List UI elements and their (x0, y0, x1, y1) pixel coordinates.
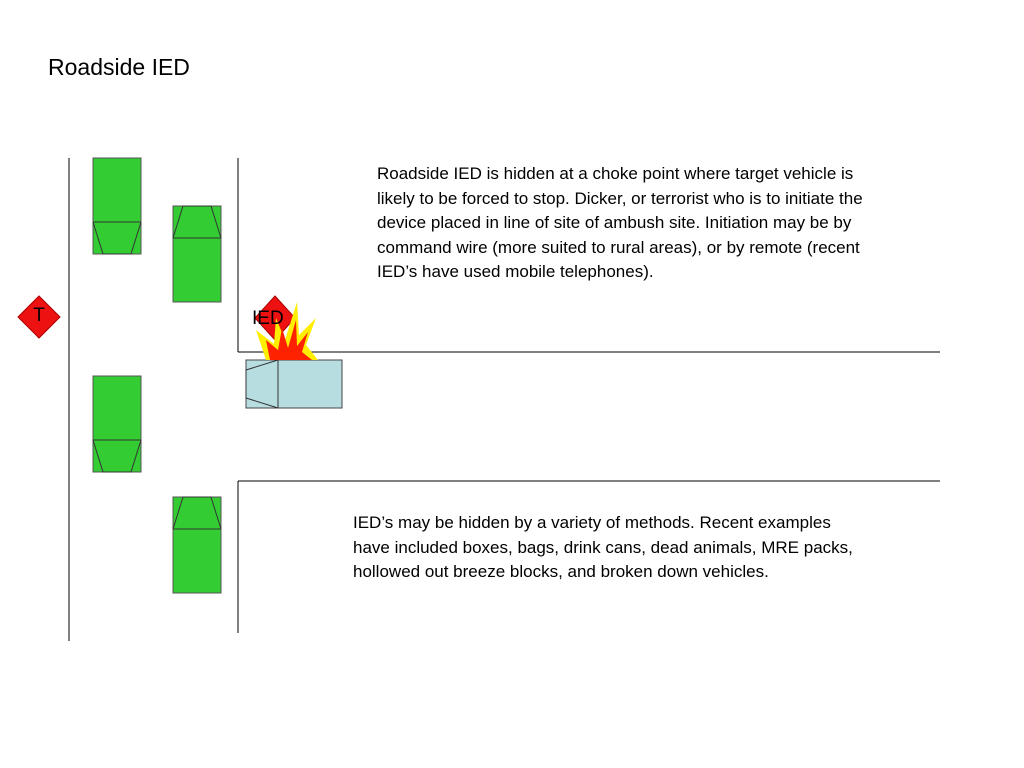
trigger-label: T (33, 305, 45, 326)
page-title: Roadside IED (48, 54, 190, 80)
trigger-marker (17, 295, 61, 339)
ied-concealment-paragraph: IED’s may be hidden by a variety of meth… (353, 513, 853, 581)
convoy-vehicle-4 (172, 496, 222, 594)
convoy-vehicle-3 (92, 375, 142, 473)
convoy-vehicle-2 (172, 205, 222, 303)
ied-description-paragraph: Roadside IED is hidden at a choke point … (377, 164, 863, 281)
explosion-icon (256, 302, 318, 360)
ied-label: IED (252, 308, 284, 329)
convoy-vehicle-1 (92, 157, 142, 255)
target-vehicle (245, 359, 343, 409)
